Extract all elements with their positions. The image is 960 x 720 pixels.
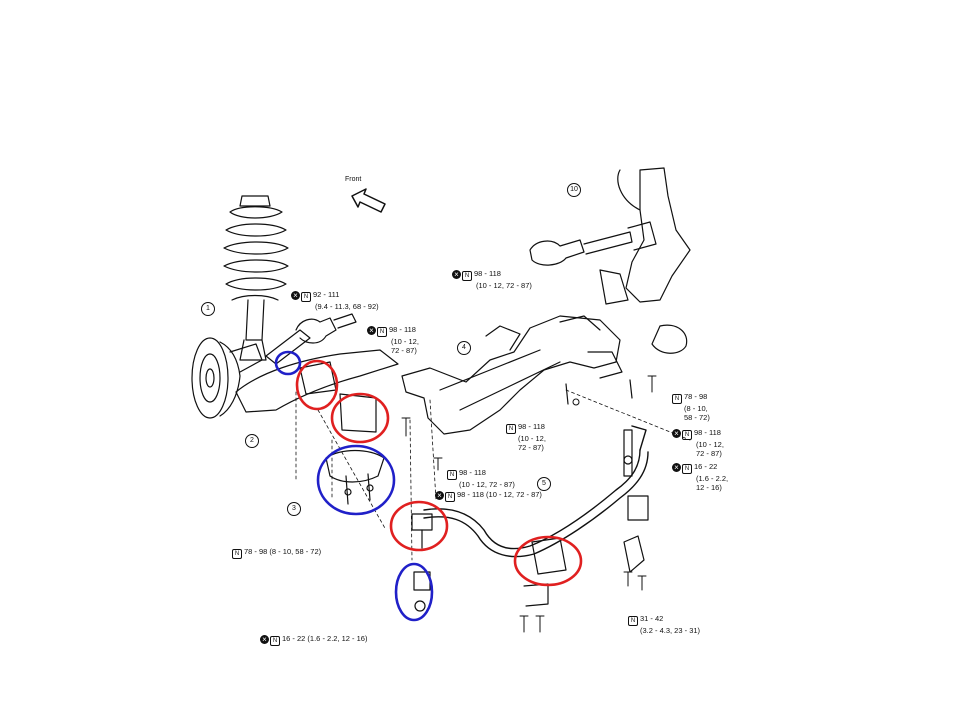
red-circle-control-arm-bushing <box>295 359 339 411</box>
replace-nut-icon: × <box>367 326 376 335</box>
replace-nut-icon: × <box>260 635 269 644</box>
blue-circle-link-bushings <box>394 562 434 622</box>
replace-nut-icon: × <box>672 463 681 472</box>
front-label: Front <box>345 176 362 183</box>
replace-nut-icon: × <box>291 291 300 300</box>
callout-1: 1 <box>201 302 215 316</box>
torque-wrench-icon: N <box>682 464 692 474</box>
blue-circle-lower-bracket <box>316 444 396 516</box>
torque-wrench-icon: N <box>447 470 457 480</box>
torque-wrench-icon: N <box>462 271 472 281</box>
highlight-marks <box>274 350 583 622</box>
torque-wrench-icon: N <box>232 549 242 559</box>
torque-wrench-icon: N <box>445 492 455 502</box>
torque-wrench-icon: N <box>270 636 280 646</box>
stabilizer-links <box>411 429 649 612</box>
crossmember-subframe <box>401 315 633 435</box>
hub-brake-disc <box>191 337 263 419</box>
callout-3: 3 <box>287 502 301 516</box>
red-circle-stabilizer-link <box>389 500 449 552</box>
torque-wrench-icon: N <box>506 424 516 434</box>
rear-knuckle <box>599 167 691 354</box>
torque-wrench-icon: N <box>672 394 682 404</box>
rear-drive-shaft <box>529 221 657 266</box>
torque-wrench-icon: N <box>682 430 692 440</box>
front-drive-shaft <box>265 313 357 365</box>
red-circle-stabilizer-bushing <box>513 535 583 587</box>
callout-4: 4 <box>457 341 471 355</box>
front-arrow-icon <box>351 188 386 213</box>
lower-bracket <box>325 449 385 505</box>
replace-nut-icon: × <box>452 270 461 279</box>
callout-10: 10 <box>567 183 581 197</box>
torque-wrench-icon: N <box>301 292 311 302</box>
replace-nut-icon: × <box>435 491 444 500</box>
torque-wrench-icon: N <box>628 616 638 626</box>
torque-wrench-icon: N <box>377 327 387 337</box>
blue-circle-balljoint-nut <box>274 350 302 376</box>
callout-5: 5 <box>537 477 551 491</box>
replace-nut-icon: × <box>672 429 681 438</box>
callout-2: 2 <box>245 434 259 448</box>
red-circle-rear-bushing <box>330 392 390 444</box>
strut-spring-assembly <box>223 195 289 361</box>
bolts <box>401 375 657 633</box>
